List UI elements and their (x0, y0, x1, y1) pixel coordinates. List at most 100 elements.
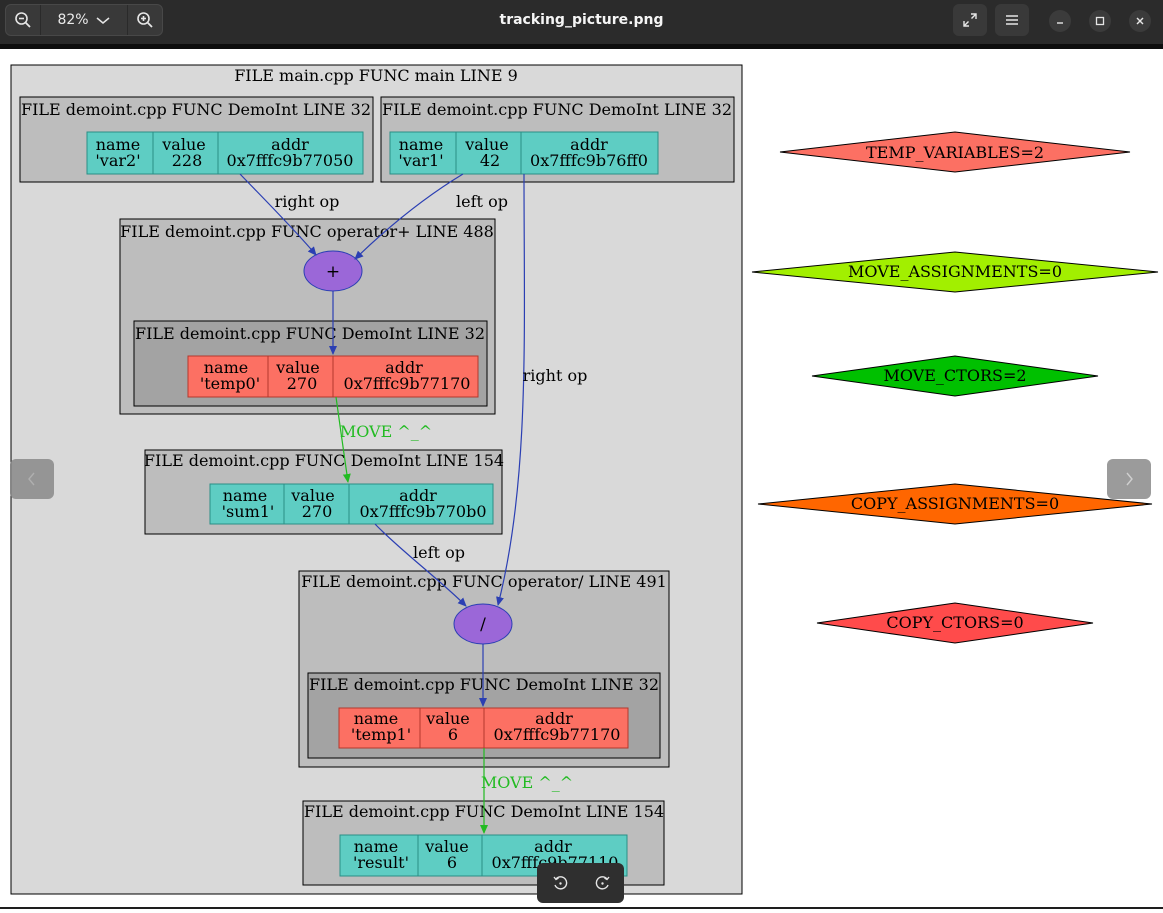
close-icon (1136, 17, 1144, 25)
cluster-var2: FILE demoint.cpp FUNC DemoInt LINE 32 na… (19, 96, 374, 183)
header-addr: addr (534, 837, 572, 856)
zoom-level-dropdown[interactable]: 82% (41, 5, 127, 35)
header-value: value (290, 486, 334, 505)
header-addr: addr (271, 135, 309, 154)
stat-move-assignments-label: MOVE_ASSIGNMENTS=0 (848, 262, 1062, 281)
rotate-toolbar (537, 863, 624, 903)
temp1-value: 6 (448, 725, 458, 744)
edge-var1-to-div (496, 173, 526, 606)
record-var2: name 'var2' value 228 addr 0x7fffc9b7705… (86, 131, 364, 175)
header-value: value (464, 135, 508, 154)
temp1-addr: 0x7fffc9b77170 (494, 725, 621, 744)
result-name: 'result' (353, 853, 409, 872)
header-value: value (275, 358, 319, 377)
zoom-control: 82% (5, 4, 163, 36)
previous-image-button[interactable] (10, 459, 54, 499)
temp1-name: 'temp1' (351, 725, 411, 744)
zoom-in-icon (137, 12, 153, 28)
maximize-icon (1095, 16, 1105, 26)
rotate-right-icon (595, 876, 610, 890)
stat-move-ctors-label: MOVE_CTORS=2 (883, 366, 1026, 385)
var1-name: 'var1' (398, 151, 443, 170)
sum1-value: 270 (302, 502, 333, 521)
header-name: name (96, 135, 140, 154)
temp0-name: 'temp0' (200, 374, 260, 393)
record-var1: name 'var1' value 42 addr 0x7fffc9b76ff0 (389, 131, 659, 175)
stat-move-ctors: MOVE_CTORS=2 (811, 355, 1099, 397)
header-name: name (354, 709, 398, 728)
header-addr: addr (570, 135, 608, 154)
cluster-operator-div: FILE demoint.cpp FUNC operator/ LINE 491… (298, 570, 670, 768)
var1-addr: 0x7fffc9b76ff0 (530, 151, 648, 170)
main-cluster-label: FILE main.cpp FUNC main LINE 9 (234, 66, 518, 85)
minimize-icon (1057, 22, 1063, 24)
graph-picture: FILE main.cpp FUNC main LINE 9 FILE demo… (10, 64, 1159, 895)
stat-copy-assignments: COPY_ASSIGNMENTS=0 (757, 483, 1153, 525)
result-value: 6 (447, 853, 457, 872)
rotate-left-icon (552, 876, 567, 890)
main-menu-button[interactable] (995, 4, 1029, 36)
edge-label-move-2: MOVE ^_^ (481, 773, 573, 792)
maximize-button[interactable] (1089, 10, 1111, 32)
next-image-button[interactable] (1107, 459, 1151, 499)
cluster-operator-plus-label: FILE demoint.cpp FUNC operator+ LINE 488 (120, 222, 494, 241)
var2-addr: 0x7fffc9b77050 (227, 151, 354, 170)
fullscreen-icon (963, 13, 977, 27)
header-value: value (425, 709, 469, 728)
zoom-in-button[interactable] (127, 5, 162, 35)
header-value: value (161, 135, 205, 154)
cluster-var1-label: FILE demoint.cpp FUNC DemoInt LINE 32 (382, 100, 732, 119)
cluster-temp1-label: FILE demoint.cpp FUNC DemoInt LINE 32 (309, 675, 659, 694)
zoom-out-icon (15, 12, 31, 28)
cluster-operator-plus: FILE demoint.cpp FUNC operator+ LINE 488… (119, 218, 496, 415)
cluster-temp0: FILE demoint.cpp FUNC DemoInt LINE 32 na… (133, 320, 488, 407)
edge-sum1-to-div (374, 523, 467, 607)
stat-copy-ctors: COPY_CTORS=0 (816, 602, 1094, 644)
cluster-var2-label: FILE demoint.cpp FUNC DemoInt LINE 32 (21, 100, 371, 119)
header-addr: addr (399, 486, 437, 505)
rotate-left-button[interactable] (538, 863, 581, 903)
var2-name: 'var2' (95, 151, 140, 170)
header-shadow (0, 44, 1163, 49)
edge-var1-to-plus (354, 173, 464, 260)
hamburger-menu-icon (1006, 15, 1018, 25)
edge-label-right-op-1: right op (275, 192, 340, 211)
header-name: name (399, 135, 443, 154)
operator-plus-symbol: + (326, 262, 340, 282)
header-addr: addr (385, 358, 423, 377)
record-temp1: name 'temp1' value 6 addr 0x7fffc9b77170 (338, 707, 629, 749)
stat-temp-variables-label: TEMP_VARIABLES=2 (866, 143, 1044, 162)
cluster-sum1: FILE demoint.cpp FUNC DemoInt LINE 154 n… (144, 449, 504, 535)
close-button[interactable] (1129, 10, 1151, 32)
edge-label-right-op-2: right op (523, 366, 588, 385)
operator-div-symbol: / (480, 615, 486, 635)
minimize-button[interactable] (1049, 10, 1071, 32)
stat-temp-variables: TEMP_VARIABLES=2 (779, 131, 1131, 173)
bottom-border (0, 907, 1163, 909)
window-title: tracking_picture.png (499, 12, 664, 28)
stat-move-assignments: MOVE_ASSIGNMENTS=0 (751, 251, 1159, 293)
temp0-value: 270 (287, 374, 318, 393)
sum1-name: 'sum1' (222, 502, 275, 521)
cluster-temp1: FILE demoint.cpp FUNC DemoInt LINE 32 na… (307, 672, 661, 759)
chevron-down-icon (96, 17, 110, 24)
cluster-operator-div-label: FILE demoint.cpp FUNC operator/ LINE 491 (301, 572, 667, 591)
header-value: value (424, 837, 468, 856)
edge-var2-to-plus (239, 173, 317, 256)
cluster-sum1-label: FILE demoint.cpp FUNC DemoInt LINE 154 (144, 451, 504, 470)
header-name: name (223, 486, 267, 505)
zoom-out-button[interactable] (6, 5, 41, 35)
stat-copy-assignments-label: COPY_ASSIGNMENTS=0 (851, 494, 1059, 513)
header-name: name (204, 358, 248, 377)
chevron-right-icon (1126, 472, 1133, 486)
rotate-right-button[interactable] (581, 863, 624, 903)
image-canvas: FILE main.cpp FUNC main LINE 9 FILE demo… (0, 49, 1163, 909)
edge-label-left-op-1: left op (456, 192, 508, 211)
temp0-addr: 0x7fffc9b77170 (344, 374, 471, 393)
fullscreen-button[interactable] (953, 4, 987, 36)
edge-label-left-op-2: left op (413, 543, 465, 562)
header-addr: addr (535, 709, 573, 728)
header-name: name (354, 837, 398, 856)
header-bar: 82% tracking_picture.png (0, 0, 1163, 44)
record-temp0: name 'temp0' value 270 addr 0x7fffc9b771… (187, 355, 479, 398)
